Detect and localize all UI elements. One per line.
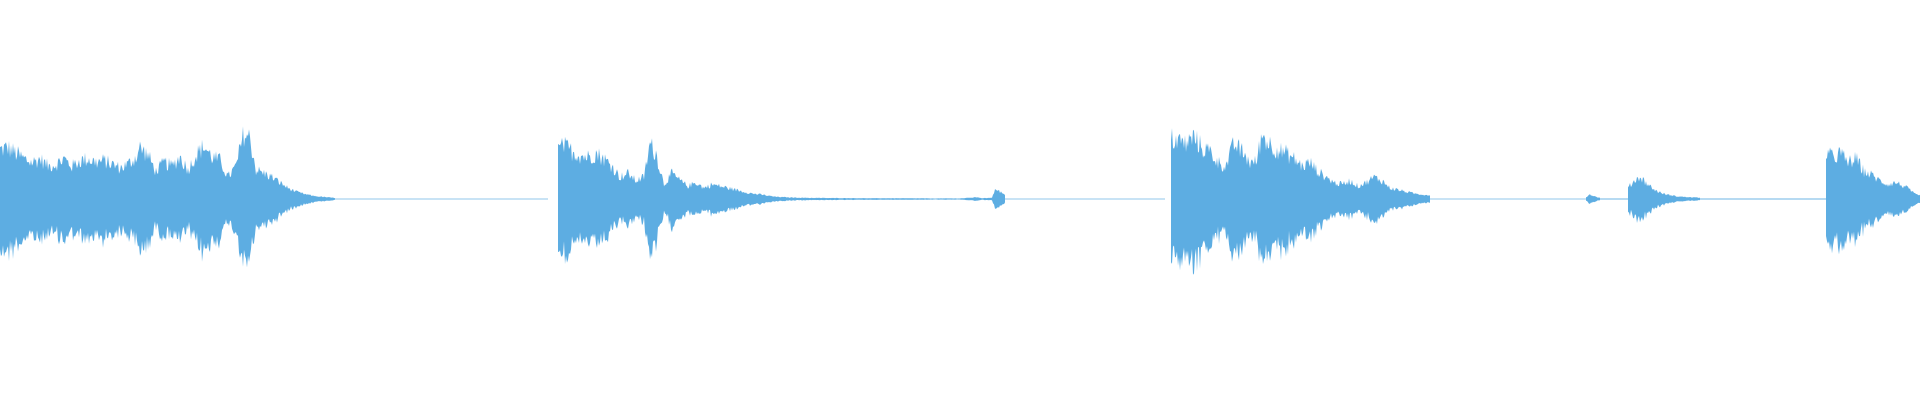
- waveform-segment: [1586, 194, 1600, 204]
- waveform-segment: [1826, 146, 1920, 255]
- waveform-segment: [558, 136, 1005, 264]
- waveform-silence-line: [1700, 198, 1826, 200]
- waveform-silence-line: [1005, 198, 1165, 200]
- waveform-silence-line: [335, 198, 548, 200]
- waveform-segment: [0, 126, 335, 268]
- waveform-silence-line: [1600, 198, 1628, 200]
- waveform-segment: [1628, 176, 1700, 223]
- waveform-segment: [1171, 128, 1430, 275]
